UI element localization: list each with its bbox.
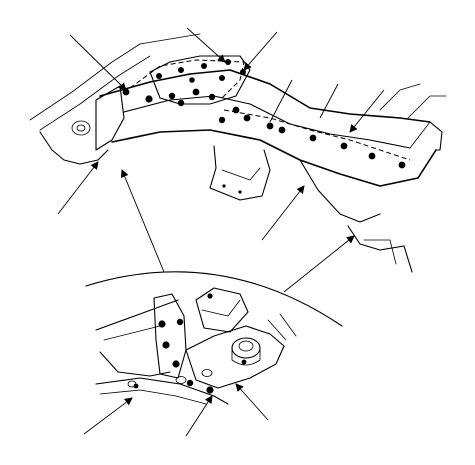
- detail-hole: [201, 369, 213, 377]
- frame-rail-top: [99, 69, 431, 123]
- leader-line: [261, 185, 305, 241]
- leaders-upper: [57, 27, 385, 241]
- right-sill-inner: [363, 239, 397, 265]
- leader-line: [57, 161, 99, 215]
- detail-floor-plate: [185, 325, 285, 389]
- spot-weld: [172, 360, 180, 368]
- bracket-hole-1: [222, 184, 226, 188]
- spot-weld: [340, 142, 348, 150]
- bracket-hole-2: [238, 190, 242, 194]
- detail-bracket: [153, 293, 187, 379]
- spot-weld: [208, 93, 216, 101]
- spot-weld: [398, 161, 406, 169]
- side-frame-extension: [299, 159, 381, 223]
- detail-panel-left: [95, 299, 179, 331]
- weld-line-gusset: [129, 59, 245, 99]
- bulkhead-hole: [71, 120, 91, 136]
- spot-weld: [158, 320, 166, 328]
- leader-line: [349, 89, 385, 133]
- detail-sill-inner: [99, 389, 207, 405]
- leader-line: [69, 34, 127, 91]
- detail-plate-ridge: [201, 299, 241, 317]
- leader-line: [185, 395, 213, 437]
- spot-weld: [156, 73, 162, 79]
- spot-weld: [192, 88, 200, 96]
- detail-panel-edge: [103, 325, 161, 341]
- leader-line: [243, 31, 278, 71]
- leader-line: [235, 383, 269, 421]
- frame-rail-bottom: [111, 129, 437, 187]
- frame-rail-end-cap: [409, 121, 431, 149]
- spot-weld: [309, 134, 317, 142]
- leader-line: [269, 79, 293, 123]
- spot-weld: [206, 386, 214, 394]
- spot-weld: [201, 63, 207, 69]
- spot-weld: [218, 116, 226, 124]
- spot-weld: [278, 126, 286, 134]
- spot-weld: [189, 77, 195, 83]
- detail-view: [83, 271, 343, 437]
- upper-frame-view: [29, 27, 447, 293]
- bulkhead-panel: [95, 85, 125, 151]
- spot-weld: [219, 75, 225, 81]
- spot-weld: [186, 379, 194, 387]
- spot-weld: [178, 67, 184, 73]
- leader-line: [186, 27, 226, 63]
- body-outline-left: [29, 33, 201, 121]
- spot-weld: [243, 114, 251, 122]
- detail-boss: [231, 337, 261, 359]
- spot-weld: [241, 359, 247, 365]
- detail-boundary-arc: [85, 271, 343, 327]
- body-outline-left-inner: [39, 55, 151, 131]
- detail-boss-inner: [238, 340, 254, 352]
- right-sill: [347, 225, 413, 273]
- wheel-arch-left: [39, 131, 109, 165]
- spot-weld: [168, 92, 176, 100]
- spot-weld: [145, 95, 153, 103]
- side-frame-lines: [379, 83, 447, 119]
- gusset-plate: [149, 55, 251, 105]
- detail-pointer-left: [120, 169, 165, 273]
- spot-weld: [266, 122, 274, 130]
- spot-weld: [232, 106, 240, 114]
- frame-rail-end: [429, 121, 443, 151]
- bulkhead-hole-inner: [76, 124, 86, 132]
- detail-floor-edge: [267, 313, 297, 341]
- spot-weld: [176, 318, 184, 326]
- weld-line-rail: [223, 109, 411, 161]
- spot-welds-detail: [133, 293, 247, 394]
- detail-plate: [195, 287, 249, 333]
- leader-line: [83, 397, 133, 435]
- detail-pointer-right: [283, 235, 355, 293]
- lower-bracket-inner: [221, 167, 261, 181]
- detail-hole: [175, 376, 187, 384]
- detail-boss-base: [231, 349, 261, 366]
- spot-weld: [240, 69, 246, 75]
- spot-weld: [133, 383, 139, 389]
- spot-weld: [162, 341, 170, 349]
- spot-weld: [177, 99, 185, 107]
- leaders-detail: [83, 383, 269, 437]
- leader-line: [319, 83, 339, 119]
- lower-bracket: [209, 145, 271, 201]
- spot-weld: [225, 59, 231, 65]
- detail-sill: [95, 377, 229, 405]
- frame-rail-crease: [123, 95, 411, 149]
- spot-weld: [368, 152, 376, 160]
- spot-welds-upper: [122, 59, 406, 169]
- spot-weld: [207, 293, 213, 299]
